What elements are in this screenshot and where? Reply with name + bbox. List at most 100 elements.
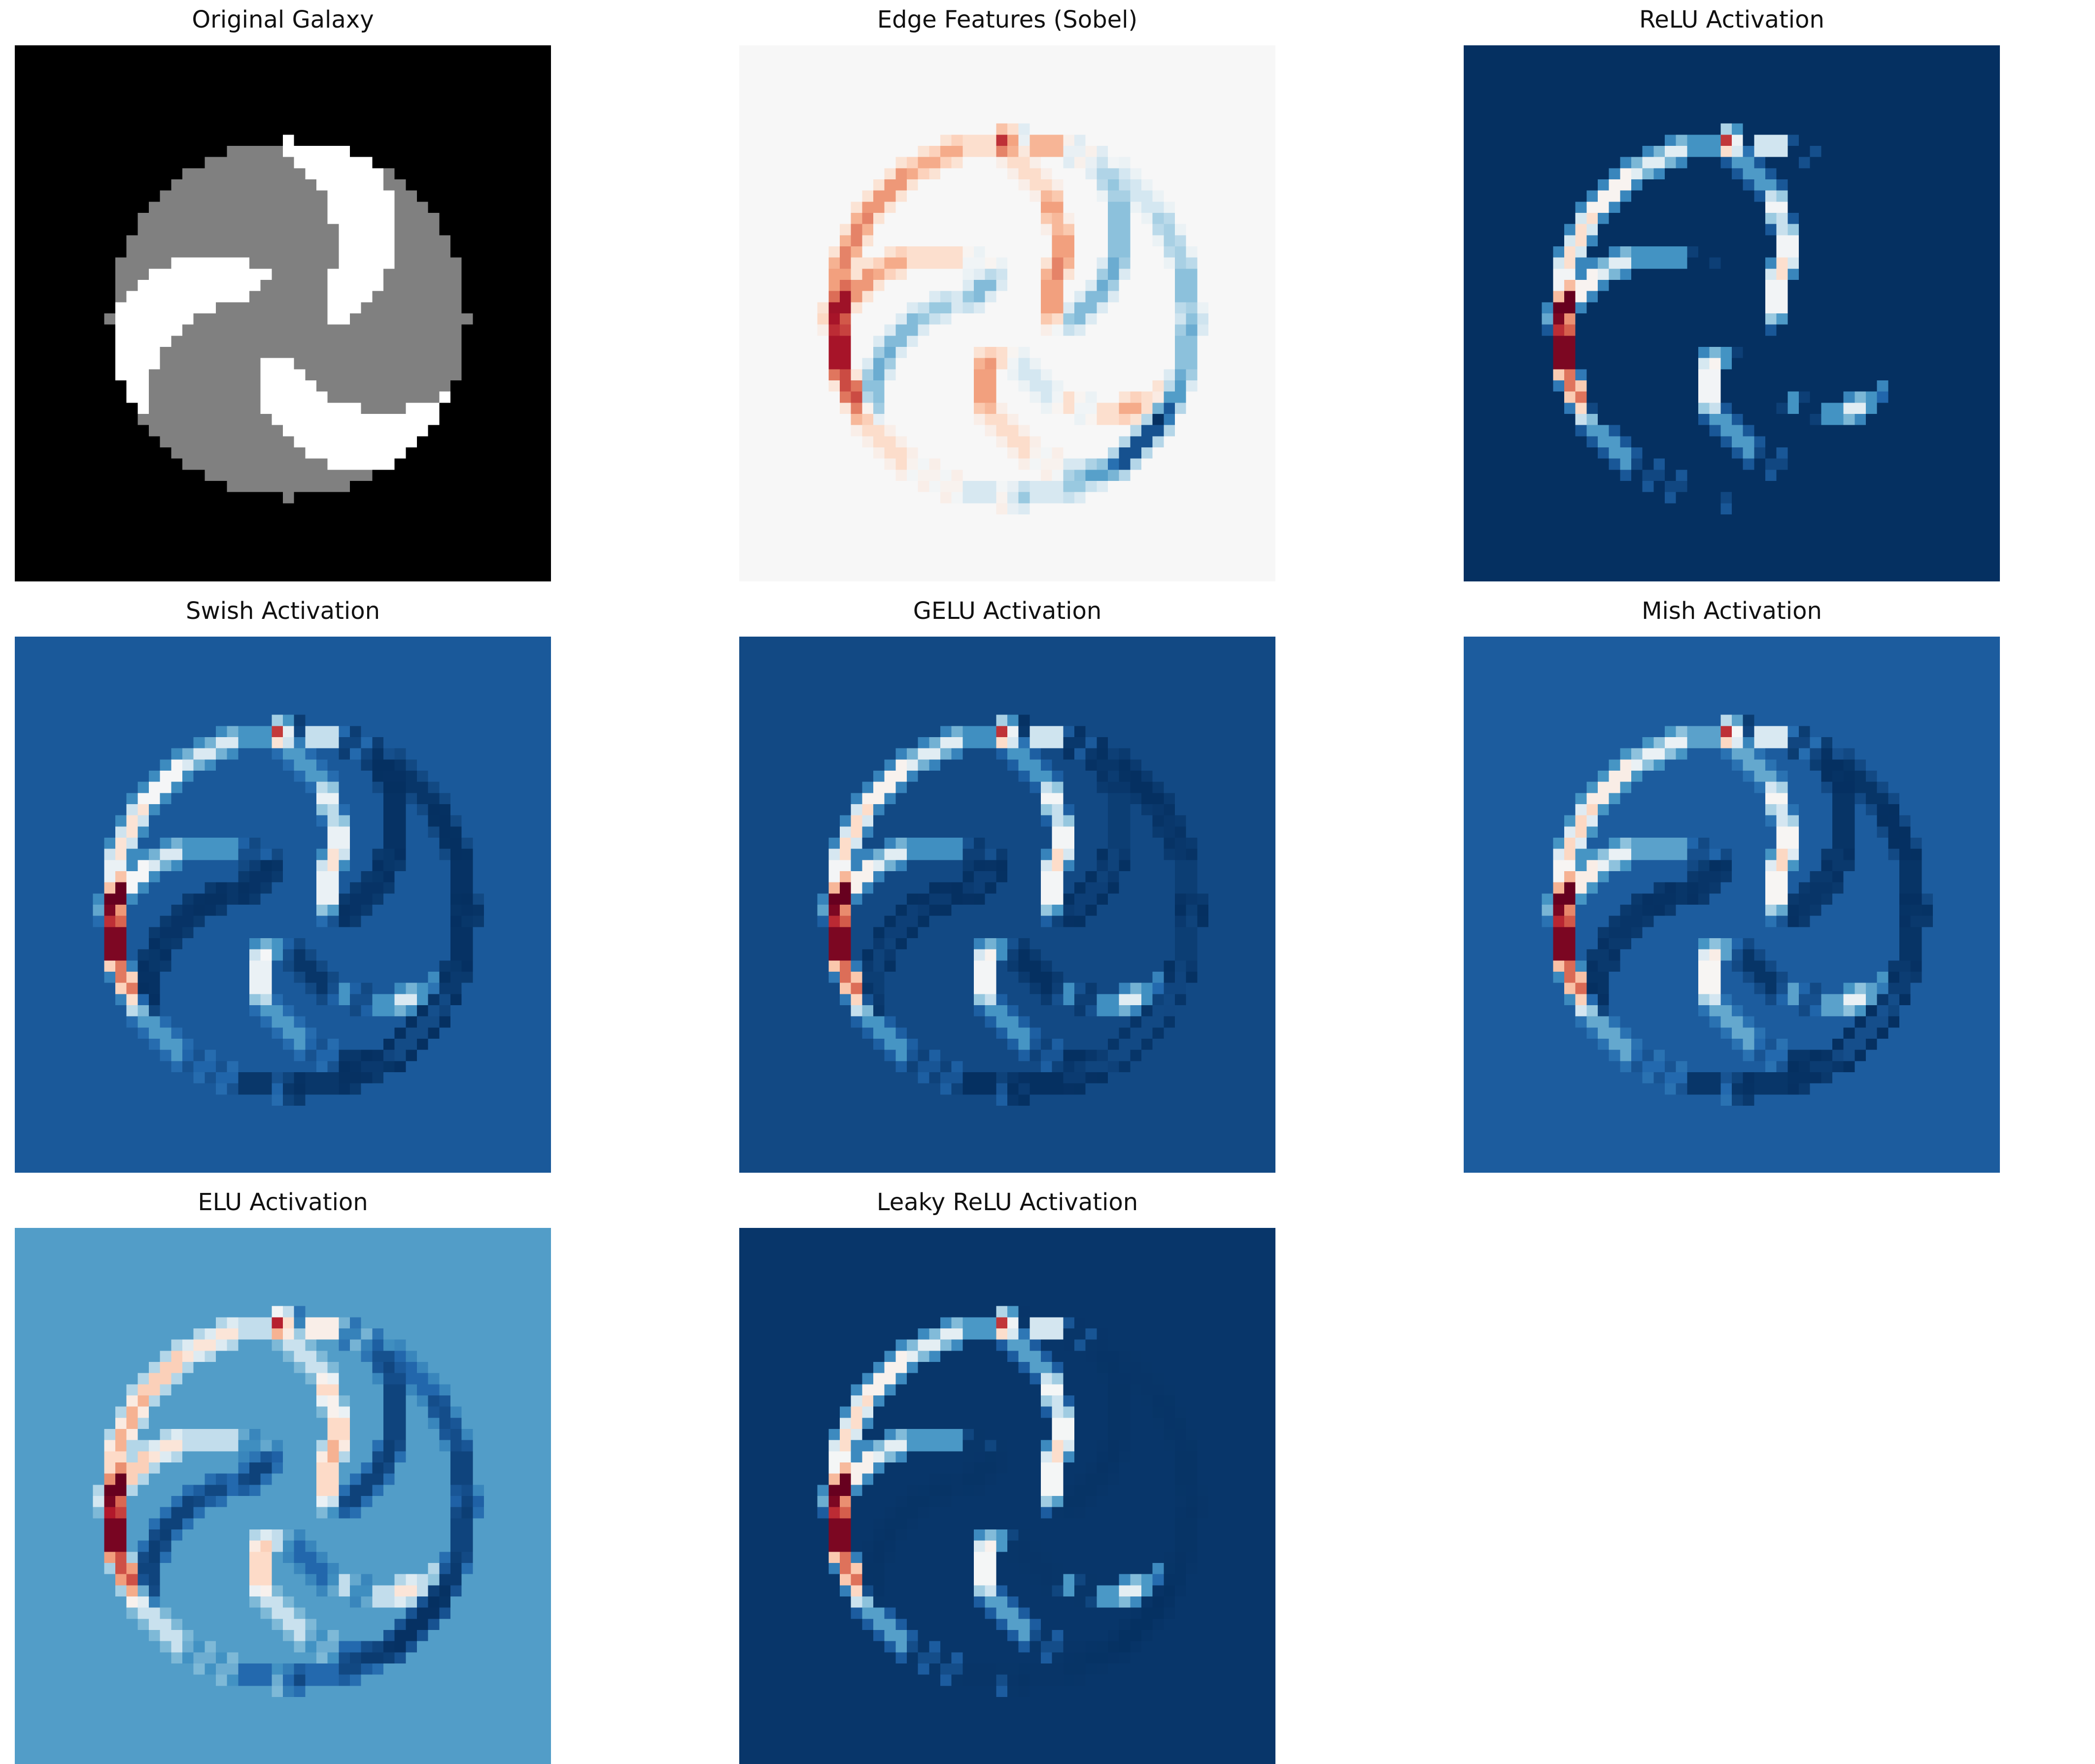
- heatmap-cell: [473, 313, 484, 325]
- heatmap-cell: [1175, 157, 1187, 169]
- heatmap-cell: [115, 79, 127, 91]
- heatmap-cell: [540, 123, 551, 135]
- heatmap-cell: [417, 168, 429, 180]
- heatmap-cell: [115, 101, 127, 113]
- heatmap-cell: [806, 380, 818, 392]
- heatmap-cell: [473, 257, 484, 269]
- heatmap-cell: [272, 190, 283, 202]
- heatmap-cell: [1052, 458, 1064, 470]
- heatmap-cell: [238, 79, 250, 91]
- heatmap-cell: [750, 380, 762, 392]
- heatmap-cell: [1242, 302, 1254, 314]
- heatmap-cell: [773, 202, 785, 213]
- heatmap-cell: [484, 414, 496, 426]
- heatmap-cell: [962, 202, 974, 213]
- heatmap-cell: [383, 525, 395, 537]
- heatmap-cell: [929, 414, 941, 426]
- heatmap-cell: [439, 481, 451, 493]
- heatmap-cell: [1197, 481, 1209, 493]
- heatmap-cell: [795, 202, 807, 213]
- heatmap-cell: [15, 90, 27, 102]
- heatmap-cell: [361, 548, 373, 560]
- heatmap-cell: [1743, 123, 1754, 135]
- heatmap-cell: [1108, 414, 1120, 426]
- heatmap-cell: [484, 56, 496, 68]
- heatmap-cell: [1989, 101, 2000, 113]
- heatmap-cell: [70, 135, 82, 146]
- heatmap-cell: [1242, 436, 1254, 448]
- heatmap-cell: [1732, 45, 1744, 57]
- heatmap-cell: [1542, 123, 1553, 135]
- heatmap-cell: [227, 135, 239, 146]
- heatmap-cell: [339, 179, 350, 191]
- heatmap-cell: [884, 425, 896, 437]
- heatmap-cell: [484, 123, 496, 135]
- heatmap-cell: [383, 224, 395, 236]
- heatmap-cell: [951, 470, 963, 481]
- heatmap-cell: [907, 45, 919, 57]
- heatmap-cell: [1119, 425, 1131, 437]
- heatmap-cell: [484, 492, 496, 504]
- heatmap-cell: [1197, 235, 1209, 247]
- heatmap-cell: [350, 101, 362, 113]
- heatmap-cell: [316, 481, 328, 493]
- heatmap-cell: [1208, 391, 1220, 403]
- heatmap-cell: [417, 90, 429, 102]
- heatmap-cell: [316, 68, 328, 79]
- heatmap-cell: [1197, 436, 1209, 448]
- heatmap-cell: [339, 213, 350, 225]
- heatmap-cell: [383, 447, 395, 459]
- heatmap-cell: [394, 403, 406, 414]
- heatmap-cell: [1085, 336, 1097, 347]
- heatmap-cell: [1141, 358, 1153, 370]
- heatmap-cell: [873, 135, 885, 146]
- heatmap-cell: [1007, 291, 1019, 303]
- heatmap-cell: [137, 157, 149, 169]
- heatmap-cell: [227, 548, 239, 560]
- heatmap-cell: [495, 324, 507, 336]
- heatmap-cell: [1231, 313, 1242, 325]
- heatmap-cell: [1586, 56, 1598, 68]
- heatmap-cell: [361, 123, 373, 135]
- heatmap-cell: [37, 157, 49, 169]
- heatmap-cell: [1007, 391, 1019, 403]
- heatmap-cell: [940, 202, 952, 213]
- heatmap-cell: [406, 548, 417, 560]
- heatmap-cell: [1074, 291, 1086, 303]
- heatmap-cell: [1575, 79, 1587, 91]
- heatmap-cell: [1197, 559, 1209, 571]
- heatmap-cell: [160, 447, 172, 459]
- heatmap-cell: [59, 447, 71, 459]
- heatmap-cell: [171, 146, 183, 158]
- heatmap-cell: [160, 123, 172, 135]
- heatmap-cell: [372, 90, 384, 102]
- heatmap-cell: [1030, 403, 1041, 414]
- heatmap-cell: [1007, 570, 1019, 581]
- heatmap-cell: [227, 302, 239, 314]
- heatmap-cell: [840, 324, 852, 336]
- heatmap-cell: [1085, 190, 1097, 202]
- heatmap-cell: [862, 470, 874, 481]
- heatmap-cell: [962, 570, 974, 581]
- heatmap-cell: [907, 79, 919, 91]
- heatmap-cell: [1186, 179, 1198, 191]
- heatmap-cell: [316, 56, 328, 68]
- heatmap-cell: [1186, 224, 1198, 236]
- heatmap-cell: [1097, 481, 1108, 493]
- heatmap-cell: [137, 123, 149, 135]
- heatmap-cell: [1052, 369, 1064, 381]
- heatmap-cell: [795, 514, 807, 526]
- heatmap-cell: [26, 280, 37, 292]
- heatmap-cell: [137, 391, 149, 403]
- heatmap-cell: [773, 257, 785, 269]
- heatmap-cell: [840, 157, 852, 169]
- heatmap-cell: [1018, 168, 1030, 180]
- heatmap-cell: [1007, 257, 1019, 269]
- heatmap-cell: [929, 123, 941, 135]
- heatmap-cell: [873, 213, 885, 225]
- heatmap-cell: [383, 570, 395, 581]
- heatmap-cell: [272, 436, 283, 448]
- heatmap-cell: [1231, 347, 1242, 359]
- heatmap-cell: [1186, 302, 1198, 314]
- heatmap-cell: [1642, 112, 1654, 124]
